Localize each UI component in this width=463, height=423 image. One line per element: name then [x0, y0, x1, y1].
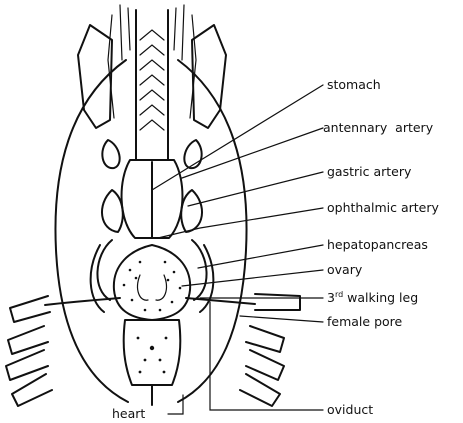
label-ophthalmic-artery: ophthalmic artery — [327, 200, 439, 215]
label-female-pore: female pore — [327, 314, 403, 329]
hepatopancreas-left — [91, 240, 112, 312]
walking-leg-text: walking leg — [343, 290, 418, 305]
heart-stippling — [137, 337, 168, 374]
walking-legs-left — [6, 296, 52, 406]
rostrum-chevrons — [140, 30, 164, 130]
antennary-gland-right — [184, 140, 201, 168]
ovary-lobes — [138, 275, 167, 300]
leader-antennary-artery — [182, 128, 323, 178]
label-gastric-artery: gastric artery — [327, 164, 412, 179]
label-antennary-artery: antennary artery — [323, 120, 434, 135]
antennae-stalks — [120, 5, 184, 60]
walking-leg-number: 3 — [327, 290, 335, 305]
ovary-stippling — [123, 261, 182, 312]
label-heart: heart — [112, 406, 145, 421]
leader-female-pore — [240, 316, 323, 322]
label-stomach: stomach — [327, 77, 381, 92]
hepatopancreas-right — [192, 240, 213, 312]
leader-ovary — [182, 270, 323, 286]
antennary-gland-left — [102, 140, 119, 168]
leader-hepatopancreas — [198, 245, 323, 268]
gastric-lobe-right — [181, 190, 202, 232]
gastric-lobe-left — [102, 190, 123, 232]
label-walking-leg: 3rd walking leg — [327, 290, 418, 305]
label-ovary: ovary — [327, 262, 363, 277]
walking-leg-superscript: rd — [335, 290, 343, 299]
oviduct-right — [186, 298, 255, 304]
label-oviduct: oviduct — [327, 402, 373, 417]
leader-heart — [168, 395, 183, 414]
heart — [124, 320, 181, 385]
oviduct-left — [45, 298, 120, 305]
label-hepatopancreas: hepatopancreas — [327, 237, 428, 252]
ovary — [114, 245, 190, 320]
leader-gastric-artery — [188, 172, 323, 206]
walking-legs-right — [240, 294, 300, 406]
